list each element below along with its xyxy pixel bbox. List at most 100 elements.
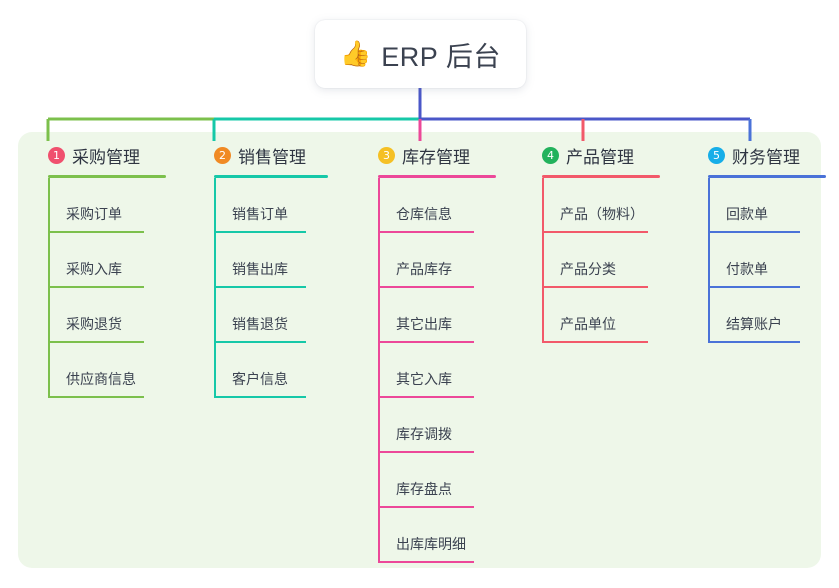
leaf-label: 库存调拨 (396, 426, 452, 442)
leaf-item[interactable]: 付款单 (708, 233, 826, 288)
branch-column-1: 1 采购管理采购订单采购入库采购退货供应商信息 (30, 142, 166, 398)
leaf-item[interactable]: 出库库明细 (378, 508, 496, 563)
leaf-label: 其它入库 (396, 371, 452, 387)
leaf-item[interactable]: 销售退货 (214, 288, 328, 343)
leaf-label: 结算账户 (726, 316, 782, 332)
leaf-item[interactable]: 采购订单 (48, 178, 166, 233)
branch-underline-3 (378, 175, 496, 178)
leaf-item[interactable]: 产品单位 (542, 288, 660, 343)
leaf-label: 销售出库 (232, 261, 288, 277)
branch-badge-1: 1 (48, 146, 65, 164)
leaf-label: 供应商信息 (66, 371, 136, 387)
thumbs-up-icon: 👍 (340, 39, 372, 68)
leaf-underline (542, 341, 648, 343)
leaf-label: 产品单位 (560, 316, 616, 332)
leaf-item[interactable]: 库存盘点 (378, 453, 496, 508)
leaf-item[interactable]: 产品分类 (542, 233, 660, 288)
leaf-underline (378, 451, 474, 453)
page-title: ERP 后台 (381, 41, 501, 72)
leaf-underline (378, 341, 474, 343)
root-node[interactable]: 👍 ERP 后台 (315, 20, 526, 88)
leaf-underline (542, 231, 648, 233)
leaf-underline (48, 396, 144, 398)
branch-title-5: 财务管理 (732, 147, 800, 167)
branch-underline-1 (48, 175, 166, 178)
leaf-underline (378, 231, 474, 233)
leaf-underline (48, 231, 144, 233)
leaf-item[interactable]: 销售出库 (214, 233, 328, 288)
leaf-underline (214, 396, 306, 398)
leaf-list-4: 产品（物料） 产品分类产品单位 (524, 178, 660, 343)
leaf-item[interactable]: 销售订单 (214, 178, 328, 233)
leaf-underline (708, 231, 800, 233)
leaf-item[interactable]: 其它入库 (378, 343, 496, 398)
leaf-label: 客户信息 (232, 371, 288, 387)
leaf-label: 产品分类 (560, 261, 616, 277)
leaf-underline (378, 506, 474, 508)
leaf-item[interactable]: 客户信息 (214, 343, 328, 398)
leaf-list-1: 采购订单采购入库采购退货供应商信息 (30, 178, 166, 398)
leaf-item[interactable]: 产品库存 (378, 233, 496, 288)
leaf-underline (48, 286, 144, 288)
leaf-underline (378, 286, 474, 288)
branch-title-4: 产品管理 (566, 147, 634, 167)
leaf-item[interactable]: 库存调拨 (378, 398, 496, 453)
branch-spine-2 (214, 178, 216, 398)
leaf-item[interactable]: 采购入库 (48, 233, 166, 288)
branch-underline-4 (542, 175, 660, 178)
leaf-underline (378, 396, 474, 398)
branch-badge-5: 5 (708, 146, 725, 164)
branch-underline-2 (214, 175, 328, 178)
leaf-item[interactable]: 回款单 (708, 178, 826, 233)
leaf-label: 产品（物料） (560, 206, 644, 222)
leaf-label: 采购退货 (66, 316, 122, 332)
branch-header-3[interactable]: 3 库存管理 (360, 142, 496, 168)
leaf-item[interactable]: 产品（物料） (542, 178, 660, 233)
leaf-label: 回款单 (726, 206, 768, 222)
branch-column-4: 4 产品管理产品（物料） 产品分类产品单位 (524, 142, 660, 343)
leaf-underline (378, 561, 474, 563)
leaf-underline (708, 286, 800, 288)
leaf-underline (214, 231, 306, 233)
branches-panel (18, 132, 821, 568)
branch-badge-4: 4 (542, 146, 559, 164)
leaf-label: 仓库信息 (396, 206, 452, 222)
leaf-list-5: 回款单付款单结算账户 (690, 178, 826, 343)
leaf-label: 库存盘点 (396, 481, 452, 497)
branch-header-2[interactable]: 2 销售管理 (196, 142, 328, 168)
leaf-list-3: 仓库信息产品库存其它出库其它入库库存调拨库存盘点出库库明细 (360, 178, 496, 563)
branch-title-2: 销售管理 (238, 147, 306, 167)
leaf-label: 出库库明细 (396, 536, 466, 552)
leaf-label: 销售订单 (232, 206, 288, 222)
branch-column-2: 2 销售管理销售订单销售出库销售退货客户信息 (196, 142, 328, 398)
leaf-underline (214, 341, 306, 343)
branch-column-3: 3 库存管理仓库信息产品库存其它出库其它入库库存调拨库存盘点出库库明细 (360, 142, 496, 563)
branch-title-1: 采购管理 (72, 147, 140, 167)
branch-title-3: 库存管理 (402, 147, 470, 167)
branch-underline-5 (708, 175, 826, 178)
leaf-item[interactable]: 供应商信息 (48, 343, 166, 398)
leaf-list-2: 销售订单销售出库销售退货客户信息 (196, 178, 328, 398)
leaf-underline (542, 286, 648, 288)
branch-header-1[interactable]: 1 采购管理 (30, 142, 166, 168)
leaf-item[interactable]: 采购退货 (48, 288, 166, 343)
leaf-underline (214, 286, 306, 288)
branch-badge-2: 2 (214, 146, 231, 164)
leaf-label: 产品库存 (396, 261, 452, 277)
branch-column-5: 5 财务管理回款单付款单结算账户 (690, 142, 826, 343)
leaf-item[interactable]: 仓库信息 (378, 178, 496, 233)
branch-header-5[interactable]: 5 财务管理 (690, 142, 826, 168)
leaf-label: 付款单 (726, 261, 768, 277)
leaf-item[interactable]: 其它出库 (378, 288, 496, 343)
leaf-underline (708, 341, 800, 343)
branch-spine-1 (48, 178, 50, 398)
leaf-label: 销售退货 (232, 316, 288, 332)
leaf-label: 其它出库 (396, 316, 452, 332)
branch-header-4[interactable]: 4 产品管理 (524, 142, 660, 168)
branch-spine-3 (378, 178, 380, 563)
leaf-item[interactable]: 结算账户 (708, 288, 826, 343)
branch-badge-3: 3 (378, 146, 395, 164)
leaf-label: 采购订单 (66, 206, 122, 222)
leaf-label: 采购入库 (66, 261, 122, 277)
